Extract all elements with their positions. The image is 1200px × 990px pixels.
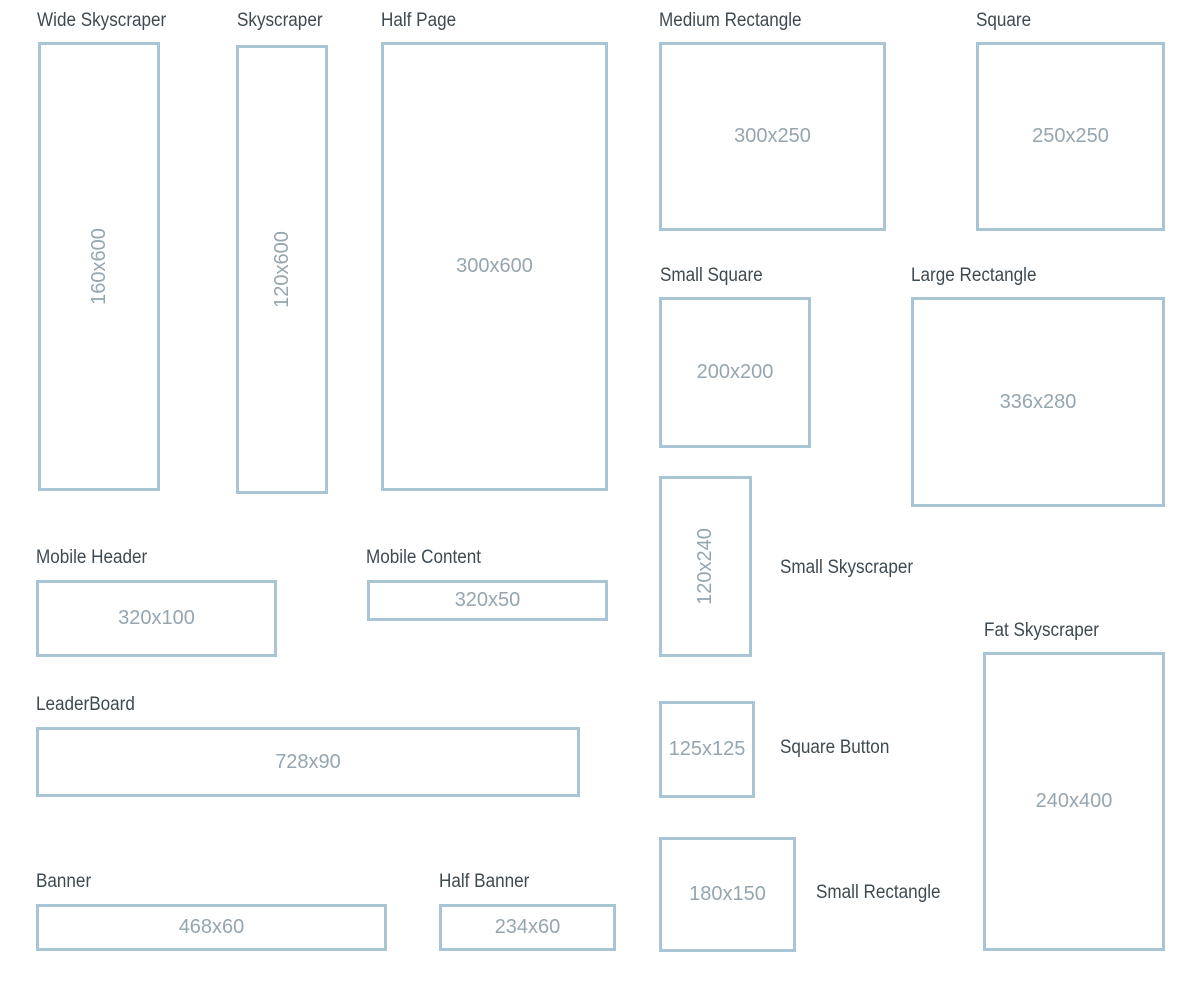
ad-box-small-rectangle: 180x150	[659, 837, 796, 952]
ad-size: 300x600	[456, 255, 533, 277]
ad-box-medium-rectangle: 300x250	[659, 42, 886, 231]
ad-size: 120x240	[694, 528, 716, 605]
ad-label-mobile-header: Mobile Header	[36, 547, 148, 568]
ad-box-fat-skyscraper: 240x400	[983, 652, 1165, 951]
ad-box-banner: 468x60	[36, 904, 387, 951]
ad-box-wide-skyscraper: 160x600	[38, 42, 160, 491]
ad-box-mobile-content: 320x50	[367, 580, 608, 621]
ad-size: 200x200	[696, 361, 774, 383]
ad-size: 240x400	[1035, 790, 1113, 812]
ad-label-half-page: Half Page	[381, 10, 457, 31]
ad-size: 250x250	[1032, 125, 1109, 147]
ad-size: 336x280	[999, 390, 1077, 413]
ad-box-small-square: 200x200	[659, 297, 811, 448]
ad-label-skyscraper: Skyscraper	[237, 10, 323, 31]
ad-label-small-rectangle: Small Rectangle	[816, 882, 941, 903]
ad-size: 320x50	[454, 589, 521, 611]
ad-size: 160x600	[87, 228, 110, 305]
ad-label-small-skyscraper: Small Skyscraper	[780, 557, 914, 578]
ad-size: 234x60	[494, 916, 561, 938]
ad-box-leaderboard: 728x90	[36, 727, 580, 797]
ad-size: 125x125	[668, 738, 746, 760]
ad-box-square: 250x250	[976, 42, 1165, 231]
ad-box-half-page: 300x600	[381, 42, 608, 491]
ad-size: 300x250	[734, 125, 811, 147]
ad-label-banner: Banner	[36, 871, 92, 892]
ad-box-large-rectangle: 336x280	[911, 297, 1165, 507]
ad-box-square-button: 125x125	[659, 701, 755, 798]
ad-label-wide-skyscraper: Wide Skyscraper	[37, 10, 167, 31]
ad-label-fat-skyscraper: Fat Skyscraper	[984, 620, 1099, 641]
ad-label-medium-rectangle: Medium Rectangle	[659, 10, 802, 31]
ad-label-square-button: Square Button	[780, 737, 890, 758]
ad-label-square: Square	[976, 10, 1032, 31]
ad-size: 468x60	[178, 916, 245, 938]
ad-label-half-banner: Half Banner	[439, 871, 530, 892]
ad-label-large-rectangle: Large Rectangle	[911, 265, 1037, 286]
ad-label-small-square: Small Square	[660, 265, 763, 286]
ad-box-half-banner: 234x60	[439, 904, 616, 951]
ad-box-mobile-header: 320x100	[36, 580, 277, 657]
ad-size: 320x100	[118, 607, 195, 629]
ad-size: 728x90	[275, 750, 341, 773]
ad-size: 120x600	[270, 231, 293, 308]
ad-size: 180x150	[689, 883, 766, 905]
ad-label-leaderboard: LeaderBoard	[36, 694, 135, 715]
ad-label-mobile-content: Mobile Content	[366, 547, 482, 568]
ad-box-skyscraper: 120x600	[236, 45, 328, 494]
ad-box-small-skyscraper: 120x240	[659, 476, 752, 657]
